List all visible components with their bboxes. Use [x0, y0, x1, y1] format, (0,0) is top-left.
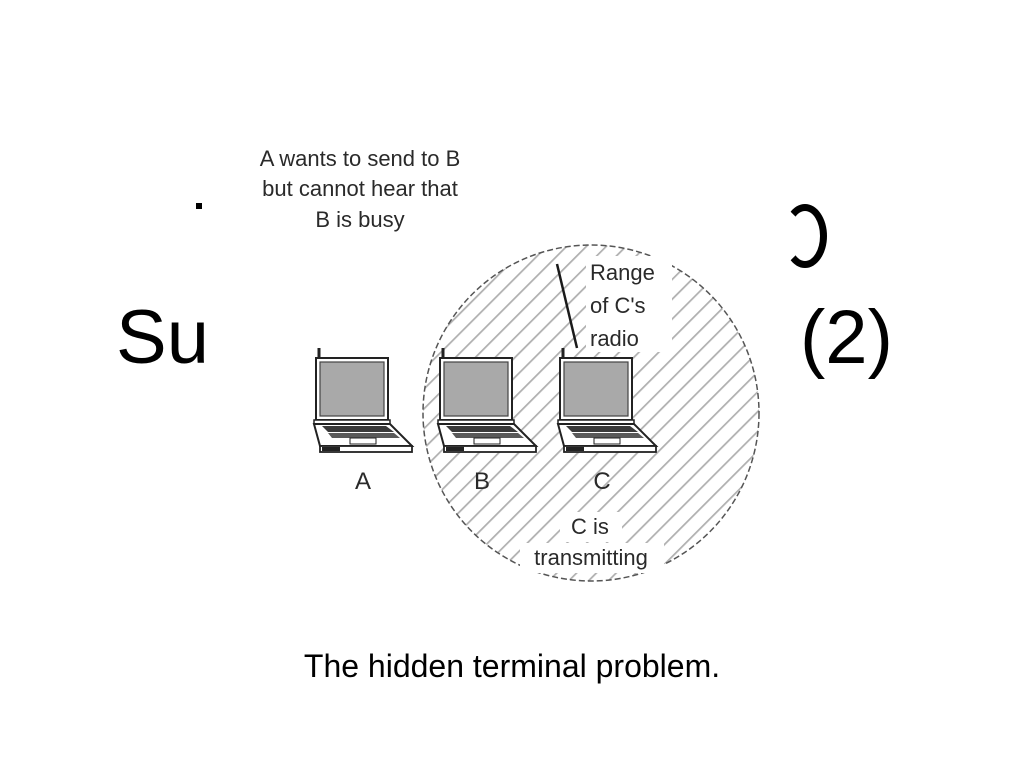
title-fragment-arc — [783, 204, 827, 268]
node-label-b: B — [474, 468, 490, 495]
title-fragment-mark — [196, 203, 202, 209]
annotation-line-3: B is busy — [315, 207, 404, 232]
range-label-line-3: radio — [590, 326, 639, 351]
annotation-line-1: A wants to send to B — [260, 146, 461, 171]
laptop-a-icon — [313, 348, 413, 453]
annotation-hidden-terminal: A wants to send to B but cannot hear tha… — [232, 140, 490, 236]
node-label-c: C — [593, 468, 610, 495]
laptop-c-icon — [557, 348, 657, 453]
transmitting-label-line-2: transmitting — [534, 545, 648, 570]
annotation-line-2: but cannot hear that — [262, 176, 458, 201]
range-pointer-line — [555, 263, 579, 349]
slide-title-fragment-left: Su — [116, 295, 209, 380]
range-label-line-2: of C's — [590, 293, 646, 318]
transmitting-label: C is transmitting — [520, 512, 664, 573]
slide-title-fragment-right: (2) — [800, 295, 893, 380]
laptop-b-icon — [437, 348, 537, 453]
node-label-a: A — [355, 468, 371, 495]
range-label: Range of C's radio — [586, 256, 672, 352]
slide-caption: The hidden terminal problem. — [303, 648, 721, 684]
range-label-line-1: Range — [590, 260, 655, 285]
transmitting-label-line-1: C is — [571, 514, 609, 539]
